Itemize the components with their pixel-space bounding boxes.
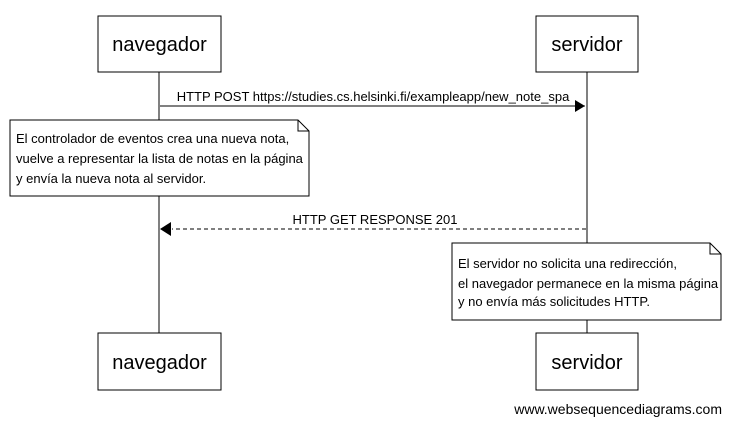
note-server-line-2: el navegador permanece en la misma págin… bbox=[458, 276, 719, 291]
participant-server-top: servidor bbox=[535, 15, 639, 73]
message-response-arrowhead bbox=[160, 222, 171, 236]
message-post-label: HTTP POST https://studies.cs.helsinki.fi… bbox=[177, 89, 570, 104]
note-server-line-1: El servidor no solicita una redirección, bbox=[458, 256, 677, 271]
message-post: HTTP POST https://studies.cs.helsinki.fi… bbox=[160, 89, 585, 112]
participant-server-top-label: servidor bbox=[551, 34, 622, 56]
message-response: HTTP GET RESPONSE 201 bbox=[160, 212, 586, 236]
participant-server-bottom-label: servidor bbox=[551, 352, 622, 374]
note-browser: El controlador de eventos crea una nueva… bbox=[9, 119, 310, 197]
note-browser-line-1: El controlador de eventos crea una nueva… bbox=[16, 131, 289, 146]
participant-browser-top-label: navegador bbox=[112, 34, 207, 56]
participant-server-bottom: servidor bbox=[535, 332, 639, 391]
note-server-line-3: y no envía más solicitudes HTTP. bbox=[458, 294, 650, 309]
note-server: El servidor no solicita una redirección,… bbox=[451, 242, 722, 321]
participant-browser-top: navegador bbox=[97, 15, 222, 73]
participant-browser-bottom-label: navegador bbox=[112, 352, 207, 374]
participant-browser-bottom: navegador bbox=[97, 332, 222, 391]
message-response-label: HTTP GET RESPONSE 201 bbox=[293, 212, 458, 227]
watermark-link[interactable]: www.websequencediagrams.com bbox=[513, 401, 722, 417]
note-browser-line-2: vuelve a representar la lista de notas e… bbox=[16, 151, 304, 166]
note-browser-line-3: y envía la nueva nota al servidor. bbox=[16, 171, 206, 186]
